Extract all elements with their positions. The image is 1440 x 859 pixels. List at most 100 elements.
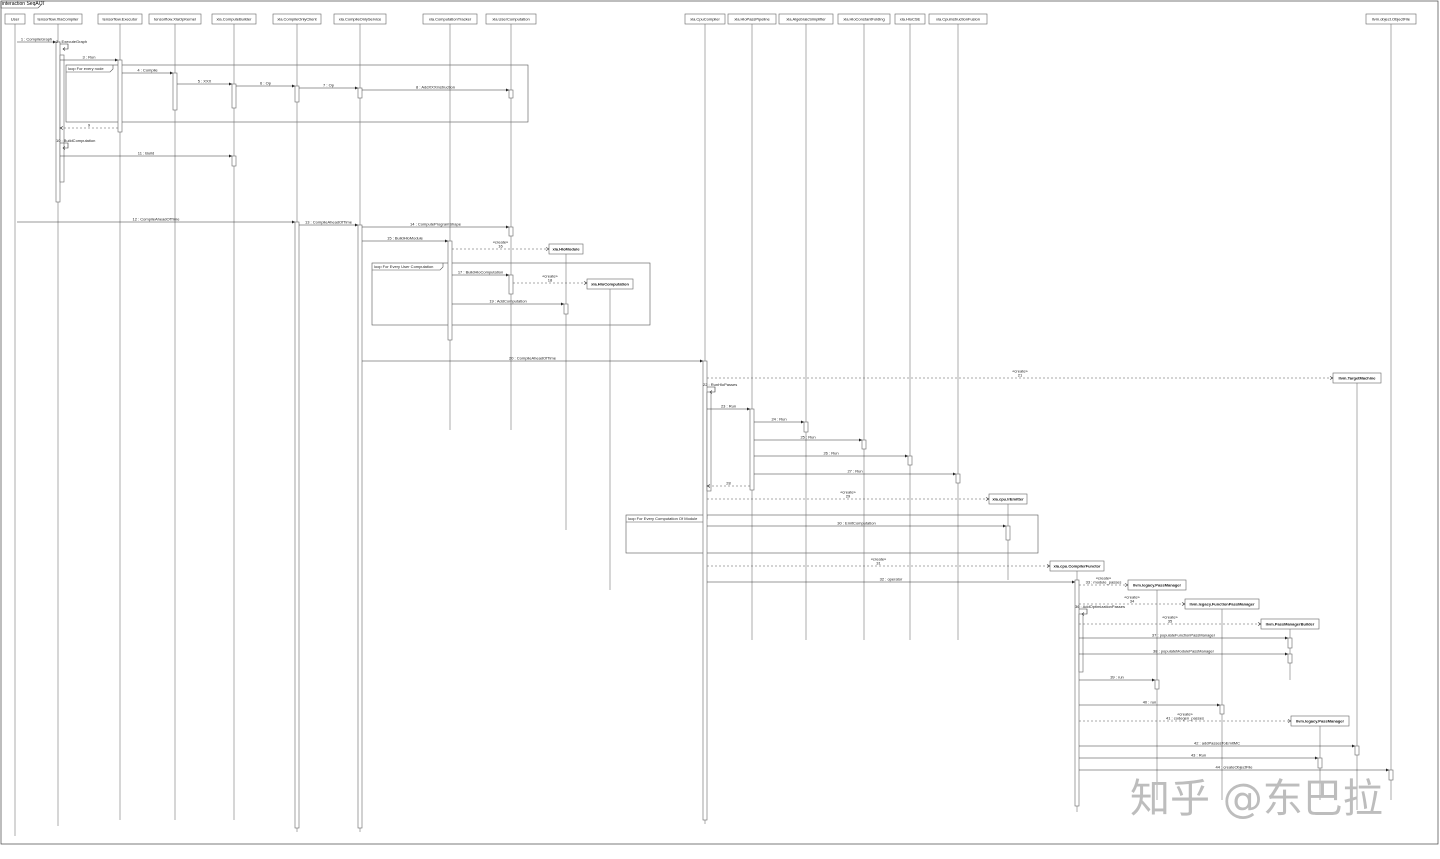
activation-17: [706, 391, 712, 492]
message-19-arrowhead: [561, 302, 564, 306]
message-12-arrowhead: [292, 220, 295, 224]
participant-label-hlocomp: xla.HloComputation: [591, 282, 629, 287]
message-33-stereotype: «create»: [1096, 576, 1112, 581]
participant-label-cpucomp: xla.CpuCompiler: [690, 17, 720, 22]
message-40-arrowhead: [1217, 703, 1220, 707]
message-34-label: 34: [1130, 599, 1135, 604]
participant-label-caoc: xla.CompileOnlyClient: [277, 17, 317, 22]
participant-label-hlocse: xla.HloCSE: [900, 17, 921, 22]
message-26-label: 26 : Run: [823, 451, 838, 456]
message-39-arrowhead: [1152, 678, 1155, 682]
participant-box-tfexec: [97, 13, 143, 25]
message-3-arrowhead: [115, 58, 118, 62]
activation-27: [1287, 653, 1293, 664]
message-7-label: 7 : Op: [323, 83, 335, 88]
watermark-text: 知乎 @东巴拉: [1130, 776, 1383, 822]
message-24-arrowhead: [801, 420, 804, 424]
message-19-label: 19 : AddComputation: [489, 299, 526, 304]
activation-1: [55, 41, 61, 203]
loop-label-1: loop For every node: [68, 66, 104, 71]
participant-box-tm: [1332, 372, 1382, 384]
participant-box-cpuif: [928, 13, 988, 25]
activation-3: [117, 59, 123, 133]
message-18-label: 18: [548, 278, 553, 283]
activation-30: [1354, 745, 1360, 756]
message-10-line: [60, 142, 69, 149]
message-22-arrowhead: [709, 390, 713, 394]
message-4-arrowhead: [170, 71, 173, 75]
participant-box-caoc: [272, 13, 322, 25]
message-44-label: 44 : createObjectFile: [1216, 765, 1254, 770]
participant-box-pmb: [1260, 618, 1320, 630]
activation-4: [172, 72, 178, 111]
message-36-arrowhead: [1081, 612, 1085, 616]
message-3-label: 3 : Run: [83, 55, 96, 60]
message-17-label: 17 : BuildHloComputation: [458, 270, 503, 275]
message-23-label: 23 : Run: [721, 404, 736, 409]
message-17-arrowhead: [506, 273, 509, 277]
participant-label-cpuif: xla.CpuInstructionFusion: [936, 17, 980, 22]
message-1-label: 1 : CompileGraph: [21, 37, 52, 42]
message-37-arrowhead: [1285, 636, 1288, 640]
message-5-arrowhead: [229, 82, 232, 86]
participant-label-caos: xla.CompileOnlyService: [339, 17, 382, 22]
participant-label-tfxlaop: tensorflow.XlaOpKernel: [154, 17, 196, 22]
activation-15: [563, 303, 569, 315]
message-21-stereotype: «create»: [1012, 369, 1028, 374]
activation-22: [955, 473, 961, 484]
message-1-arrowhead: [53, 40, 56, 44]
loop-tab-2: [372, 263, 444, 271]
message-2-line: [60, 43, 69, 50]
message-30-arrowhead: [1003, 524, 1006, 528]
participant-label-tm: llvm.TargetMachine: [1338, 376, 1376, 381]
message-35-label: 35: [1168, 619, 1173, 624]
participant-label-ucomp: xla.UserComputation: [492, 17, 529, 22]
activation-19: [803, 421, 809, 433]
participant-box-hlomod: [548, 243, 584, 255]
message-6-label: 6 : Op: [260, 81, 272, 86]
message-22-label: 22 : RunHloPasses: [703, 382, 737, 387]
participant-box-hcf: [837, 13, 891, 25]
message-13-label: 13 : CompileAheadOfTime: [305, 220, 353, 225]
loop-tab-1: [66, 65, 114, 73]
participant-label-objfile: llvm.object.ObjectFile: [1372, 17, 1411, 22]
message-33-label: 33 : module_passes: [1086, 580, 1122, 585]
participant-label-irem: xla.cpu.IrEmitter: [992, 497, 1024, 502]
participant-box-ccf: [1049, 560, 1105, 572]
message-35-stereotype: «create»: [1162, 615, 1178, 620]
participant-label-hcf: xla.HloConstantFolding: [843, 17, 884, 22]
activation-32: [1388, 769, 1394, 781]
activation-2: [59, 54, 65, 183]
message-21-label: 21: [1018, 373, 1023, 378]
message-32-arrowhead: [1072, 580, 1075, 584]
participant-label-llfpm: llvm.legacy.FunctionPassManager: [1189, 602, 1255, 607]
message-24-label: 24 : Run: [771, 417, 786, 422]
activation-6: [294, 85, 300, 103]
activation-5: [231, 83, 237, 109]
participant-box-hlocse: [894, 13, 926, 25]
message-42-label: 42 : addPassesToEmitMC: [1194, 741, 1240, 746]
message-29-stereotype: «create»: [840, 490, 856, 495]
message-16-stereotype: «create»: [493, 240, 509, 245]
participant-box-llpm: [1127, 579, 1187, 591]
loop-fragment-3: [625, 514, 1039, 554]
activation-14: [508, 274, 514, 295]
message-41-stereotype: «create»: [1177, 712, 1193, 717]
message-14-label: 14 : ComputeProgramShape: [410, 222, 462, 227]
message-7-arrowhead: [355, 86, 358, 90]
loop-label-2: loop For Every User Computation: [374, 264, 433, 269]
participant-label-tfexec: tensorflow.Executor: [103, 17, 139, 22]
participant-label-xcb: xla.ComputeBuilder: [217, 17, 253, 22]
message-29-label: 29: [846, 494, 851, 499]
message-23-arrowhead: [747, 407, 750, 411]
participant-box-algsimp: [778, 13, 834, 25]
activation-24: [1074, 579, 1080, 807]
frame-title: interaction SeqACT: [2, 1, 46, 7]
activation-18: [749, 408, 755, 491]
message-14-arrowhead: [506, 225, 509, 229]
message-13-arrowhead: [355, 223, 358, 227]
message-43-label: 43 : Run: [1191, 753, 1206, 758]
participant-box-tfxlaop: [148, 13, 202, 25]
